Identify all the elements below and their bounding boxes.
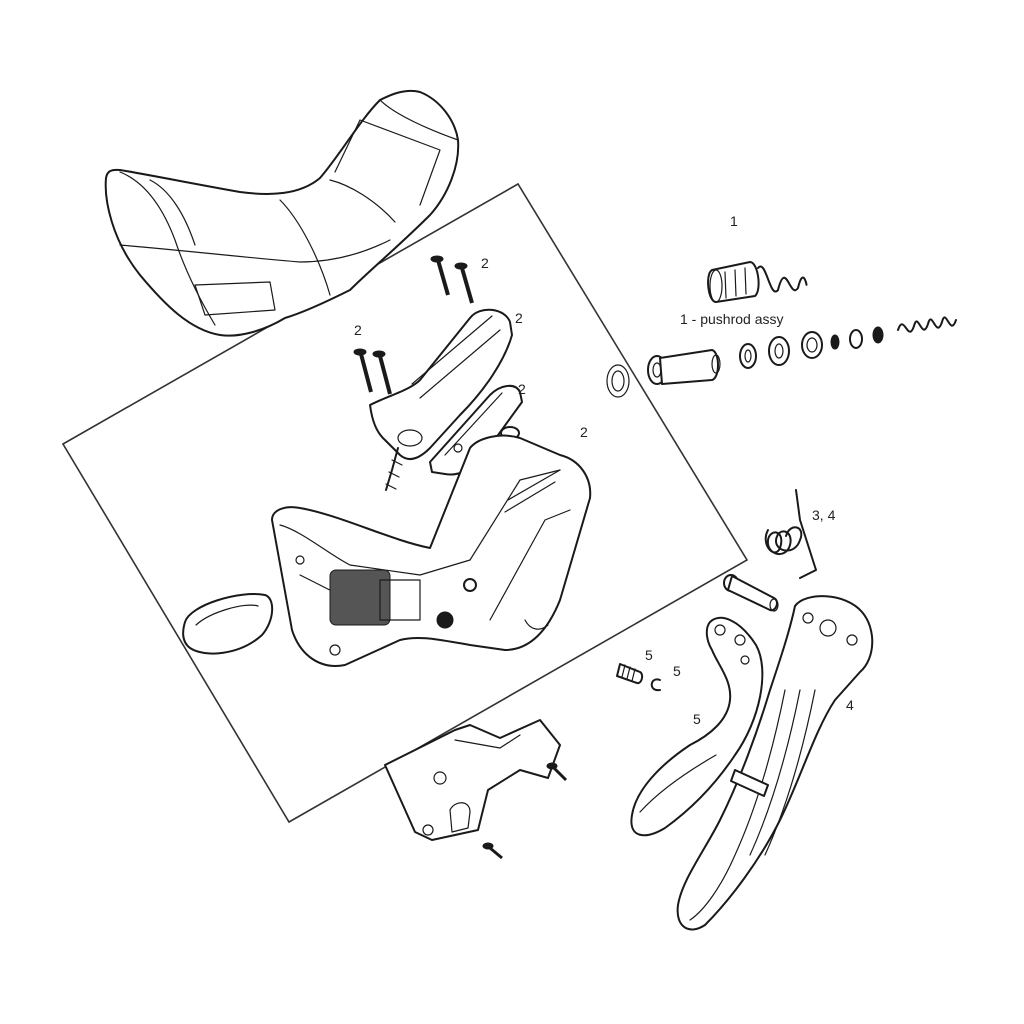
pushrod-assy-illustration [707, 261, 808, 303]
return-spring [764, 489, 817, 579]
setscrew-and-clip [616, 663, 661, 692]
reservoir-clamp [369, 308, 513, 491]
callout-body: 2 [580, 424, 588, 440]
band-clamp [182, 593, 274, 655]
screws-left [353, 348, 392, 395]
callout-blade: 5 [693, 711, 701, 727]
hood-illustration [104, 89, 460, 337]
callout-spring: 3, 4 [812, 507, 836, 523]
callout-screw-top: 2 [481, 255, 489, 271]
brake-lever-blade [676, 595, 874, 931]
callout-setscrew: 5 [645, 647, 653, 663]
callout-bracket: 2 [518, 381, 526, 397]
lever-body [271, 434, 592, 667]
callout-clip: 5 [673, 663, 681, 679]
callout-pushrod-assy: 1 - pushrod assy [680, 311, 784, 327]
piston-and-seals [606, 316, 957, 398]
shift-blade [630, 616, 764, 837]
callout-pushrod-number: 1 [730, 213, 738, 229]
lower-cover [384, 719, 561, 841]
pivot-pin [723, 574, 779, 612]
callout-screw-left: 2 [354, 322, 362, 338]
callout-clamp: 2 [515, 310, 523, 326]
screws-top [430, 255, 474, 304]
cover-screws [482, 762, 568, 860]
callout-lever: 4 [846, 697, 854, 713]
